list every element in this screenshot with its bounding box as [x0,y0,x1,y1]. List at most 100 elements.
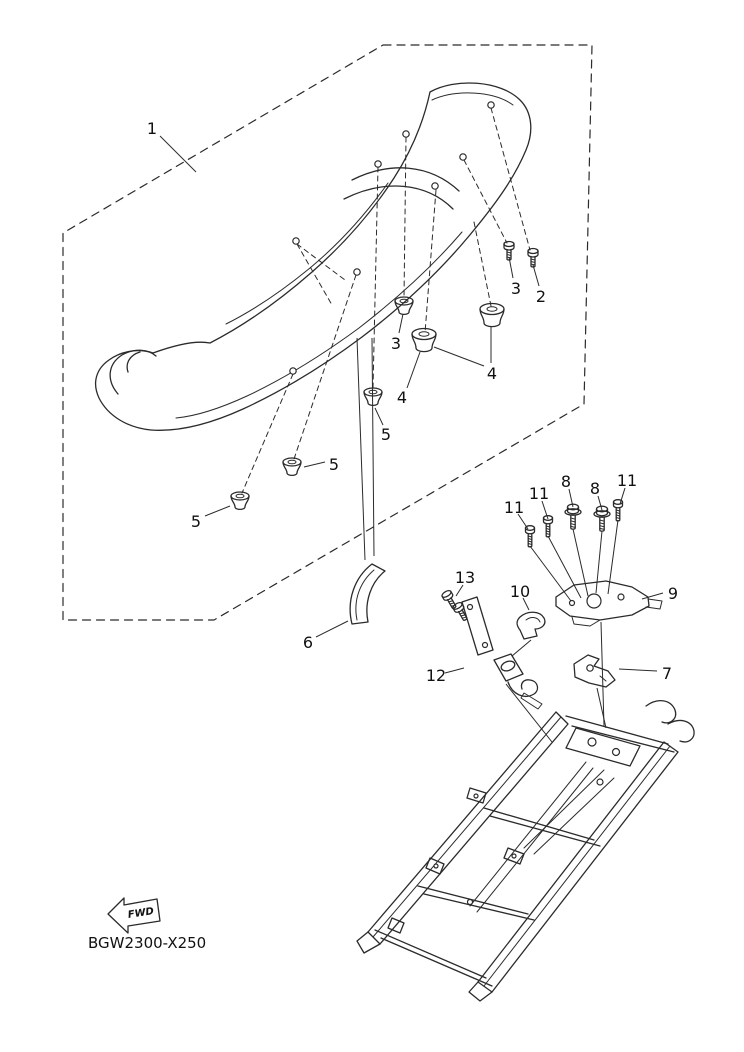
hidden-line [463,159,508,244]
callout-leader [619,487,626,505]
alignment-line [595,530,603,594]
seat-nose-hook [109,349,157,395]
strap-hole [481,641,489,649]
screw-part-11 [524,525,536,548]
frame-cross-mid1 [483,807,601,847]
callout-leader [398,313,404,334]
callout-leader [508,256,514,279]
alignment-line [433,346,485,367]
alignment-line [600,621,605,727]
seat-hole [353,268,361,276]
rubber-strip-inner [355,569,375,621]
seat-hole [289,367,297,375]
alignment-line [511,639,532,657]
lock-bracket-hole [586,664,594,672]
callout-leader [455,584,464,597]
lock-strap [461,596,494,656]
callout-label: 13 [455,568,475,587]
hidden-line [296,243,333,306]
frame-hole [433,863,439,869]
strap-hole [466,603,474,611]
hidden-line [403,136,407,298]
cable-clamp [516,611,546,640]
seat-tail-line [431,92,514,106]
seat-hole [292,237,300,245]
bracket-hole [586,593,602,609]
frame-cross-bottom [374,929,493,987]
callout-leader [541,500,549,520]
hidden-line [372,166,379,389]
callout-label: 4 [397,388,407,407]
rear-frame [356,700,695,1002]
alignment-line [356,337,366,561]
lock-body [493,653,524,682]
frame-hole [511,853,517,859]
hidden-line [473,221,492,307]
callout-label: 3 [391,334,401,353]
seat-hole [487,101,495,109]
seat-outline [95,82,532,431]
callout-leader [315,620,349,638]
frame-right-rail-mid [483,745,671,987]
callout-label: 3 [511,279,521,298]
part-code-label: BGW2300-X250 [88,934,206,952]
callout-label: 12 [426,666,446,685]
frame-mount-plate [565,727,641,767]
frame-hole [611,747,621,757]
callout-label: 6 [303,633,313,652]
frame-cross-mid2 [417,885,535,921]
frame-cross-top [565,715,675,753]
alignment-lines [356,337,619,743]
callout-leader [159,135,197,173]
callout-leader [204,505,231,517]
hidden-line [296,243,346,281]
seat-hole [431,182,439,190]
seat-seam-band [343,167,460,210]
callout-leader [532,264,540,287]
grommet-part-5 [230,491,250,511]
frame-hole [596,778,604,786]
alignment-line [572,528,589,597]
clamp-outline [516,611,546,640]
screw-part-13 [440,588,460,611]
callout-label: 4 [487,364,497,383]
hidden-line [424,189,437,334]
hidden-line [490,107,531,251]
lock-lever [520,692,543,710]
screw-part-2 [527,247,539,268]
fwd-arrow: FWD [107,897,161,934]
grommet-part-3 [394,296,414,316]
seat-lock-assembly [461,596,543,710]
frame-left-rail [367,711,569,945]
clamp-inner [525,617,541,623]
callout-leader [374,407,384,426]
flange-bolt-part-8 [564,503,582,530]
frame-end-details [356,931,493,1002]
callout-leader [406,351,421,389]
frame-left-rail-mid [372,716,562,938]
seat-hole [402,130,410,138]
bracket-tab [645,598,663,610]
seat-top-edge-line [225,182,389,325]
callout-label: 5 [381,425,391,444]
alignment-line [529,545,572,602]
rubber-strip-outline [349,563,386,625]
seat-bracket-plate [555,580,663,627]
damper-part-4 [479,302,505,328]
lock-bracket [573,654,616,688]
bracket-flange [571,616,601,627]
seat-bottom-edge-line [175,231,463,419]
fwd-arrow-shape [107,897,161,934]
lock-bracket-slot [599,675,607,682]
callout-label: 8 [561,472,571,491]
alignment-line [547,535,582,599]
callout-label: 11 [617,471,637,490]
frame-brace [523,769,615,855]
callout-label: 2 [536,287,546,306]
frame-right-rail [477,741,679,993]
frame-tabs [387,787,525,934]
bracket-hole [617,593,625,601]
